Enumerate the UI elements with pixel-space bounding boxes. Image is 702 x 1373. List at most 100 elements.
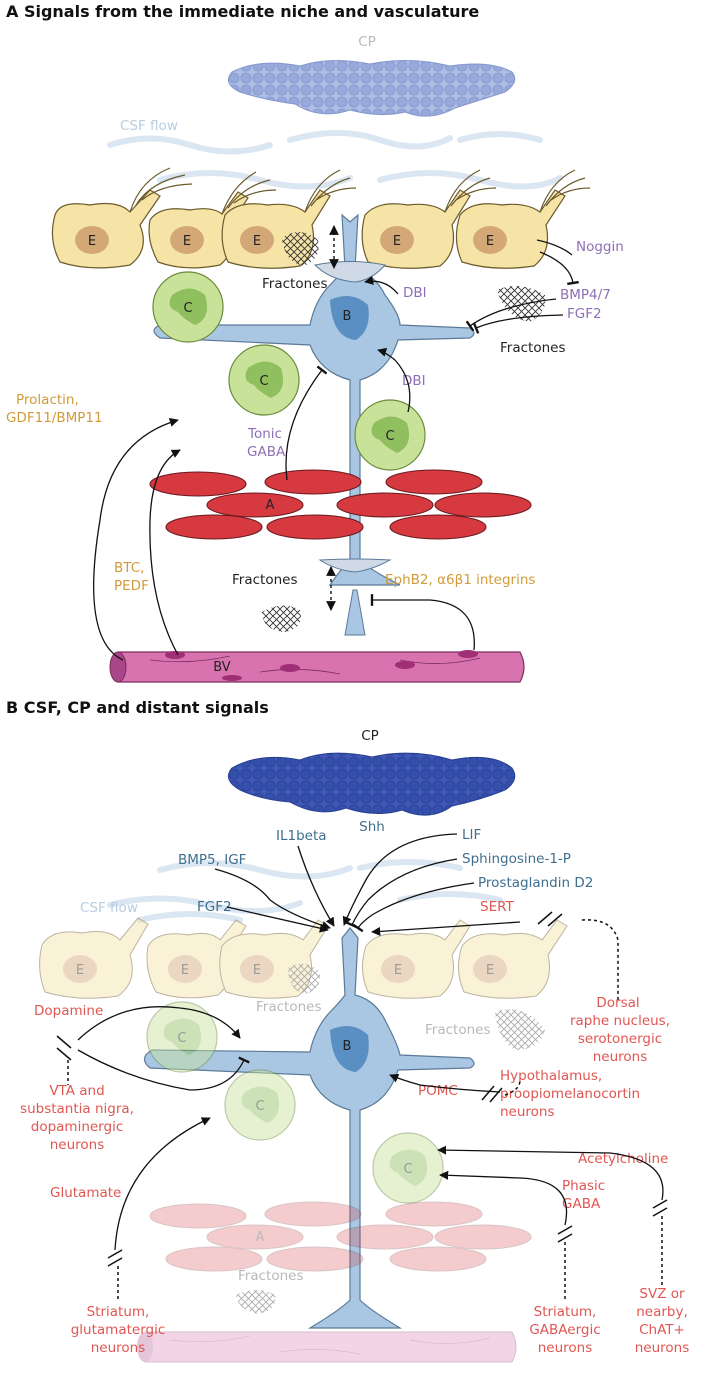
dbi-autocrine-arrow bbox=[364, 275, 399, 295]
svg-text:SVZ or: SVZ or bbox=[639, 1286, 685, 1302]
svg-text:E: E bbox=[181, 963, 189, 978]
ependymal-cells: E E E E E bbox=[39, 917, 568, 999]
fractones-label: Fractones bbox=[238, 1268, 303, 1284]
s1p-label: Sphingosine-1-P bbox=[462, 851, 571, 867]
vta-label: VTA and substantia nigra, dopaminergic n… bbox=[20, 1083, 134, 1153]
svg-text:E: E bbox=[183, 234, 191, 249]
fractones-patch bbox=[262, 605, 301, 632]
svg-text:Dorsal: Dorsal bbox=[596, 995, 639, 1011]
svg-text:nearby,: nearby, bbox=[636, 1304, 688, 1320]
dopamine-inhibit-arrow bbox=[77, 1049, 250, 1091]
svg-text:GABA: GABA bbox=[562, 1196, 601, 1212]
c-cell: C bbox=[354, 399, 426, 471]
svg-text:E: E bbox=[486, 234, 494, 249]
csf-flow-arrows bbox=[107, 130, 563, 190]
svg-text:E: E bbox=[393, 234, 401, 249]
fgf2-inhibit-arrow bbox=[472, 314, 564, 334]
svg-text:C: C bbox=[259, 374, 268, 389]
fractones-label: Fractones bbox=[262, 276, 327, 292]
ephb2-label: EphB2, α6β1 integrins bbox=[385, 572, 535, 588]
svg-text:Striatum,: Striatum, bbox=[534, 1304, 597, 1320]
bv-label: BV bbox=[213, 660, 231, 675]
blood-vessel bbox=[137, 1331, 517, 1363]
cp-label: CP bbox=[361, 728, 379, 744]
svg-text:glutamatergic: glutamatergic bbox=[71, 1322, 166, 1338]
fractones-patch bbox=[282, 231, 319, 266]
phasic-gaba-label: Phasic GABA bbox=[562, 1178, 605, 1212]
btc-pedf-label: BTC, PEDF bbox=[114, 560, 149, 594]
fractones-label: Fractones bbox=[500, 340, 565, 356]
svg-text:Striatum,: Striatum, bbox=[87, 1304, 150, 1320]
fractones-label: Fractones bbox=[425, 1022, 490, 1038]
svg-text:proopiomelanocortin: proopiomelanocortin bbox=[500, 1086, 640, 1102]
svg-text:neurons: neurons bbox=[538, 1340, 593, 1356]
a-cells bbox=[149, 469, 532, 540]
il1beta-label: IL1beta bbox=[276, 828, 327, 844]
fractones-patch bbox=[497, 286, 546, 322]
a-cell-label: A bbox=[256, 1230, 265, 1245]
noggin-label: Noggin bbox=[576, 239, 624, 255]
pgd2-inhibit-arrow bbox=[352, 882, 475, 933]
svg-text:serotonergic: serotonergic bbox=[578, 1031, 662, 1047]
ependymal-cell: E bbox=[455, 169, 591, 269]
csf-flow-label: CSF flow bbox=[120, 118, 178, 134]
c-cell: C bbox=[152, 271, 224, 343]
fractones-label: Fractones bbox=[232, 572, 297, 588]
svg-text:E: E bbox=[253, 963, 261, 978]
fractones-patch bbox=[495, 1009, 545, 1050]
svg-text:E: E bbox=[88, 234, 96, 249]
svg-text:Phasic: Phasic bbox=[562, 1178, 605, 1194]
btc-arrow bbox=[149, 449, 181, 656]
svg-text:C: C bbox=[183, 301, 192, 316]
panel-b-title: B CSF, CP and distant signals bbox=[6, 698, 269, 717]
sert-arrow bbox=[371, 921, 521, 936]
pgd2-label: Prostaglandin D2 bbox=[478, 875, 593, 891]
glutamate-label: Glutamate bbox=[50, 1185, 121, 1201]
svg-text:C: C bbox=[385, 429, 394, 444]
svg-text:ChAT+: ChAT+ bbox=[639, 1322, 685, 1338]
a-cells bbox=[149, 1201, 532, 1272]
svg-text:neurons: neurons bbox=[500, 1104, 555, 1120]
svg-text:GDF11/BMP11: GDF11/BMP11 bbox=[6, 410, 103, 426]
s1p-inhibit-arrow bbox=[346, 858, 458, 929]
svg-text:PEDF: PEDF bbox=[114, 578, 149, 594]
bmp47-label: BMP4/7 bbox=[560, 287, 611, 303]
svg-text:neurons: neurons bbox=[635, 1340, 690, 1356]
b-cell: B bbox=[143, 927, 475, 1329]
fractones-patch bbox=[236, 1290, 276, 1314]
axon-break-marks bbox=[56, 911, 668, 1300]
tonic-gaba-label: Tonic GABA bbox=[247, 426, 286, 460]
svg-text:Prolactin,: Prolactin, bbox=[16, 392, 79, 408]
svg-text:E: E bbox=[486, 963, 494, 978]
csf-flow-label: CSF flow bbox=[80, 900, 138, 916]
acetylcholine-arrow bbox=[437, 1145, 664, 1201]
svg-text:neurons: neurons bbox=[91, 1340, 146, 1356]
panel-a-title: A Signals from the immediate niche and v… bbox=[6, 2, 479, 21]
pomc-label: POMC bbox=[418, 1083, 458, 1099]
svg-text:dopaminergic: dopaminergic bbox=[31, 1119, 124, 1135]
glutamate-arrow bbox=[114, 1117, 211, 1251]
hypothalamus-label: Hypothalamus, proopiomelanocortin neuron… bbox=[500, 1068, 640, 1120]
fgf2-label: FGF2 bbox=[197, 899, 232, 915]
bmp-inhibit-arrow bbox=[465, 298, 557, 332]
svg-text:GABA: GABA bbox=[247, 444, 286, 460]
noggin-inhibit-arrow bbox=[539, 251, 579, 286]
fgf2-arrow bbox=[226, 906, 329, 933]
svg-text:B: B bbox=[343, 1039, 352, 1054]
c-cell: C bbox=[224, 1069, 296, 1141]
dbi-c-arrow bbox=[377, 347, 411, 413]
prolactin-arrow bbox=[93, 417, 179, 661]
cp-label: CP bbox=[358, 34, 376, 50]
striatum-gaba-label: Striatum, GABAergic neurons bbox=[529, 1304, 600, 1356]
svg-text:substantia nigra,: substantia nigra, bbox=[20, 1101, 134, 1117]
svg-text:E: E bbox=[394, 963, 402, 978]
dbi-label: DBI bbox=[403, 285, 427, 301]
svg-text:neurons: neurons bbox=[50, 1137, 105, 1153]
svg-text:VTA and: VTA and bbox=[49, 1083, 104, 1099]
tonic-gaba-arrow bbox=[285, 365, 328, 481]
striatum-glu-label: Striatum, glutamatergic neurons bbox=[71, 1304, 166, 1356]
choroid-plexus bbox=[227, 752, 516, 816]
bmp5-igf-label: BMP5, IGF bbox=[178, 852, 246, 868]
ependymal-cells: E E E E E bbox=[51, 167, 591, 269]
lif-label: LIF bbox=[462, 827, 481, 843]
